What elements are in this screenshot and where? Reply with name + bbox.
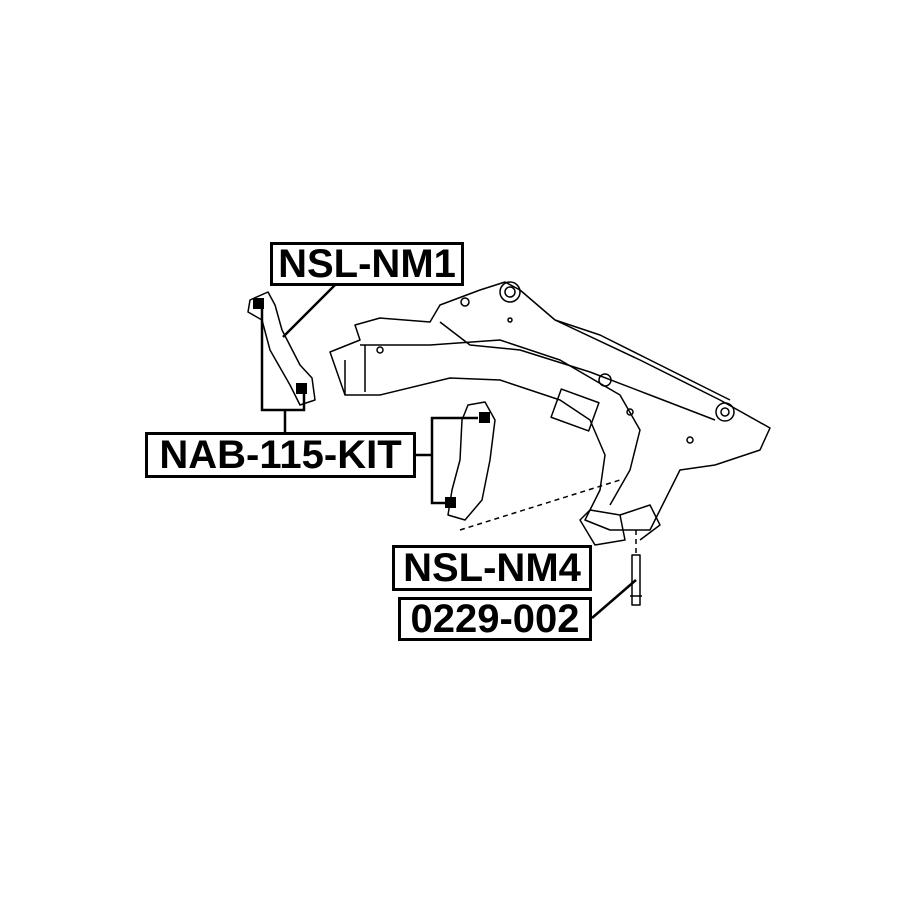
label-nsl-nm4[interactable]: NSL-NM4 <box>392 545 592 591</box>
leader-lines <box>260 284 637 619</box>
subframe-beam <box>360 339 641 506</box>
label-nsl-nm1[interactable]: NSL-NM1 <box>270 242 464 286</box>
subframe-crossmember <box>554 319 731 401</box>
label-nab-115-kit[interactable]: NAB-115-KIT <box>145 432 416 478</box>
label-0229-002[interactable]: 0229-002 <box>398 597 592 641</box>
subframe-outline <box>329 281 771 531</box>
lower-arm <box>447 401 496 521</box>
bolt <box>630 554 642 606</box>
subframe-front <box>344 321 716 421</box>
